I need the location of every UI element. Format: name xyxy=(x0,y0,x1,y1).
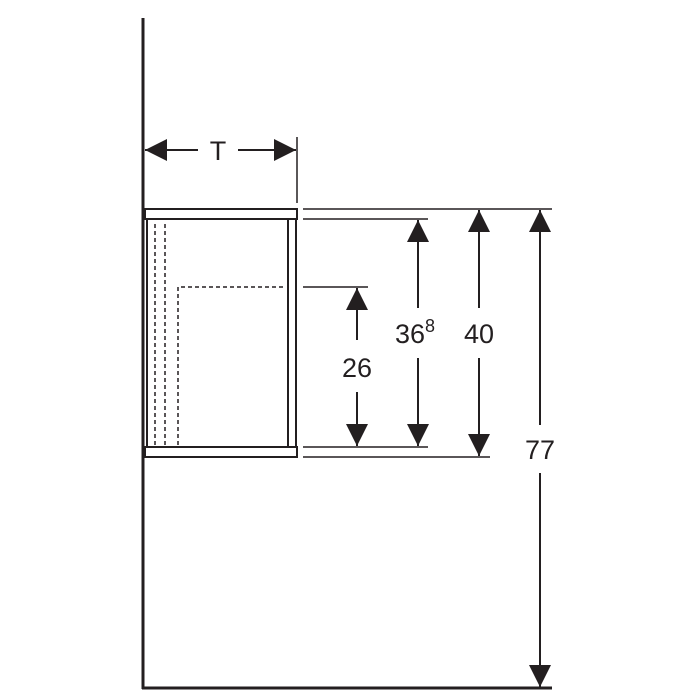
cabinet-body xyxy=(144,208,298,458)
inner-height-superscript: 8 xyxy=(425,316,435,336)
cabinet-height-label: 40 xyxy=(464,319,494,349)
cabinet-front-door xyxy=(287,218,297,448)
inner-shelf-dashed xyxy=(177,286,286,445)
inner-height-label: 368 xyxy=(395,316,435,349)
shelf-height-label: 26 xyxy=(342,353,372,383)
cabinet-top-panel xyxy=(144,208,298,220)
inner-height-base: 36 xyxy=(395,319,425,349)
depth-label: T xyxy=(210,136,227,166)
extension-lines xyxy=(303,208,552,458)
cabinet-bottom-panel xyxy=(144,446,298,458)
mounting-height-label: 77 xyxy=(525,435,555,465)
